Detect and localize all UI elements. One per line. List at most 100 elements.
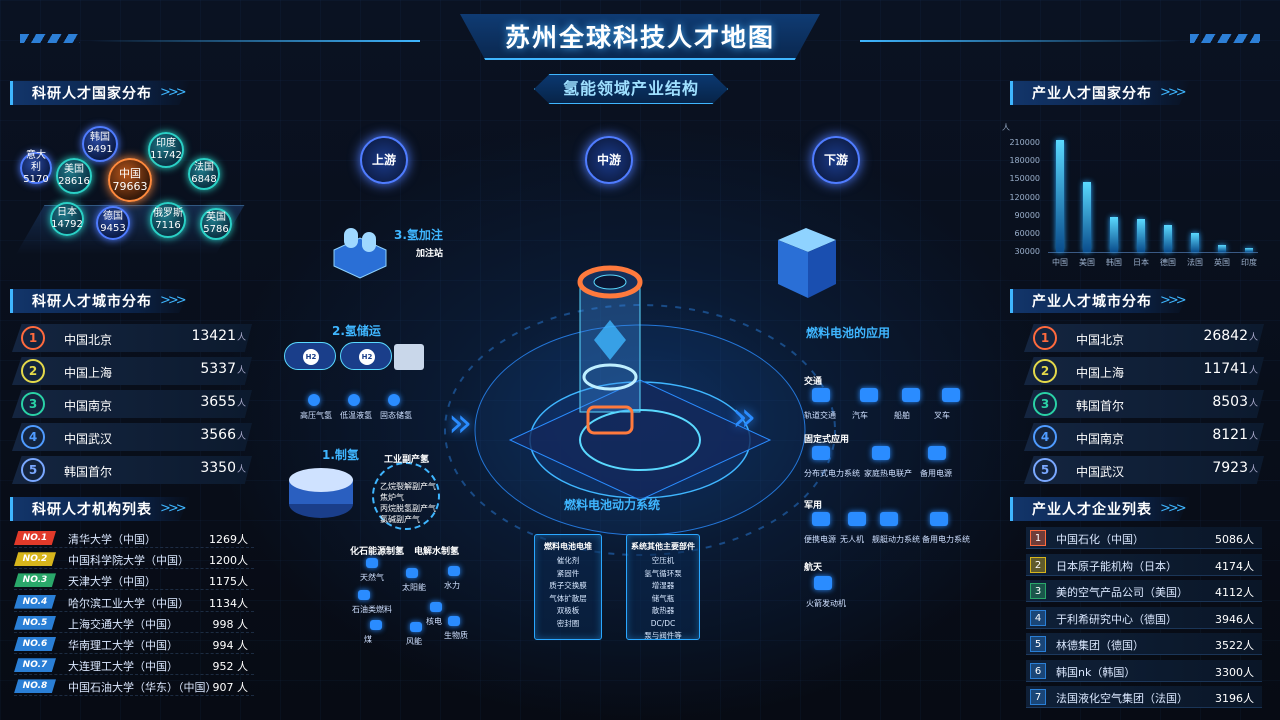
country-name: 英国 — [206, 212, 226, 223]
chart-ytick: 90000 — [1014, 210, 1040, 220]
country-value: 11742 — [150, 150, 182, 161]
central-rings — [444, 304, 836, 556]
electro-item: 风能 — [406, 637, 422, 646]
city-name: 中国上海 — [64, 366, 113, 380]
chart-bar — [1218, 245, 1226, 252]
city-value-unit: 人 — [1248, 465, 1258, 475]
org-rank-tag: NO.5 — [14, 615, 56, 630]
fuel-cell-cylinder — [577, 265, 643, 435]
org-name: 中国石油大学（华东）（中国） — [68, 681, 217, 695]
city-value-number: 5337 — [200, 361, 236, 377]
industry-title: 工业副产氢 — [384, 455, 430, 465]
chart-ytick: 150000 — [1009, 174, 1040, 184]
chart-bar — [1056, 140, 1064, 252]
chart-ytick: 210000 — [1009, 138, 1040, 148]
city-rank: 4 — [1033, 425, 1057, 449]
traffic_items-label: 汽车 — [852, 411, 868, 420]
fixed_items-icon — [872, 446, 890, 460]
org-rank-tag: NO.3 — [14, 573, 56, 588]
fossil-icon — [366, 558, 378, 568]
arrow-left-icon: » — [448, 400, 473, 446]
company-rank: 5 — [1030, 636, 1046, 652]
stack-item: 密封圈 — [556, 618, 580, 628]
company-value: 4174人 — [1215, 559, 1254, 573]
city-value: 13421人 — [191, 328, 246, 344]
chart-xtick: 法国 — [1187, 258, 1203, 267]
header: 苏州全球科技人才地图 — [440, 10, 840, 66]
fossil-item: 煤 — [364, 635, 372, 644]
electro-item: 生物质 — [444, 631, 468, 640]
city-rank: 5 — [21, 458, 45, 482]
chart-ylabel: 人 — [1002, 123, 1010, 132]
country-value: 5170 — [23, 174, 49, 185]
city-value: 8503人 — [1212, 394, 1258, 410]
country-value: 14792 — [51, 219, 83, 230]
server-building-icon — [778, 228, 836, 298]
city-value-unit: 人 — [236, 366, 246, 376]
fixed_items-label: 备用电源 — [920, 469, 952, 478]
company-value: 3300人 — [1215, 665, 1254, 679]
application-title: 燃料电池的应用 — [806, 326, 891, 340]
stack-item: 质子交换膜 — [549, 581, 587, 590]
electro-icon — [448, 616, 460, 626]
industry-ring — [372, 462, 440, 530]
country-name: 俄罗斯 — [153, 208, 183, 219]
stack-panel: 燃料电池电堆 催化剂紧固件质子交换膜气体扩散层双极板密封圈 — [534, 534, 602, 640]
fueling-title: 3.氢加注 — [394, 228, 443, 242]
military_items-icon — [848, 512, 866, 526]
country-value: 5786 — [203, 224, 229, 235]
company-value: 3522人 — [1215, 639, 1254, 652]
traffic_items-icon — [812, 388, 830, 402]
company-rank: 3 — [1030, 583, 1046, 599]
city-value-unit: 人 — [236, 432, 246, 442]
city-value: 3566人 — [200, 427, 246, 443]
company-rank: 6 — [1030, 662, 1046, 679]
org-rank-tag: NO.2 — [14, 552, 56, 567]
company-name: 中国石化（中国） — [1056, 533, 1144, 546]
storage-icon — [388, 394, 400, 406]
industry-item: 乙烷裂解副产气 — [380, 482, 436, 491]
chart-bar — [1164, 224, 1172, 252]
company-rank: 4 — [1030, 609, 1046, 626]
fixed_items-icon — [928, 446, 946, 460]
company-value: 3196人 — [1215, 692, 1254, 705]
electro-item: 核电 — [426, 617, 442, 626]
org-name: 天津大学（中国） — [68, 575, 156, 589]
company-rank: 1 — [1030, 530, 1046, 546]
section-header-industry-city: 产业人才城市分布>>> — [1010, 286, 1250, 316]
company-value: 4112人 — [1215, 586, 1254, 599]
city-rank: 3 — [21, 392, 45, 416]
city-value-number: 3655 — [200, 394, 236, 410]
city-value-number: 3350 — [200, 460, 236, 476]
city-value-unit: 人 — [236, 333, 246, 343]
city-value: 26842人 — [1203, 328, 1258, 344]
org-rank-tag: NO.4 — [14, 594, 56, 609]
org-rank-tag: NO.7 — [14, 658, 56, 673]
electro-icon — [430, 602, 442, 612]
chart-xtick: 印度 — [1241, 258, 1257, 267]
stack-item: 紧固件 — [556, 568, 580, 578]
storage-icon — [348, 394, 360, 406]
military_items-label: 便携电源 — [804, 535, 836, 544]
fossil-icon — [370, 620, 382, 630]
chart-ytick: 120000 — [1009, 192, 1040, 202]
city-value: 3350人 — [200, 460, 246, 476]
city-rank: 2 — [21, 359, 45, 383]
company-rank: 7 — [1030, 689, 1046, 705]
section-header-industry-country: 产业人才国家分布>>> — [1010, 78, 1250, 108]
chart-bar — [1191, 232, 1199, 252]
